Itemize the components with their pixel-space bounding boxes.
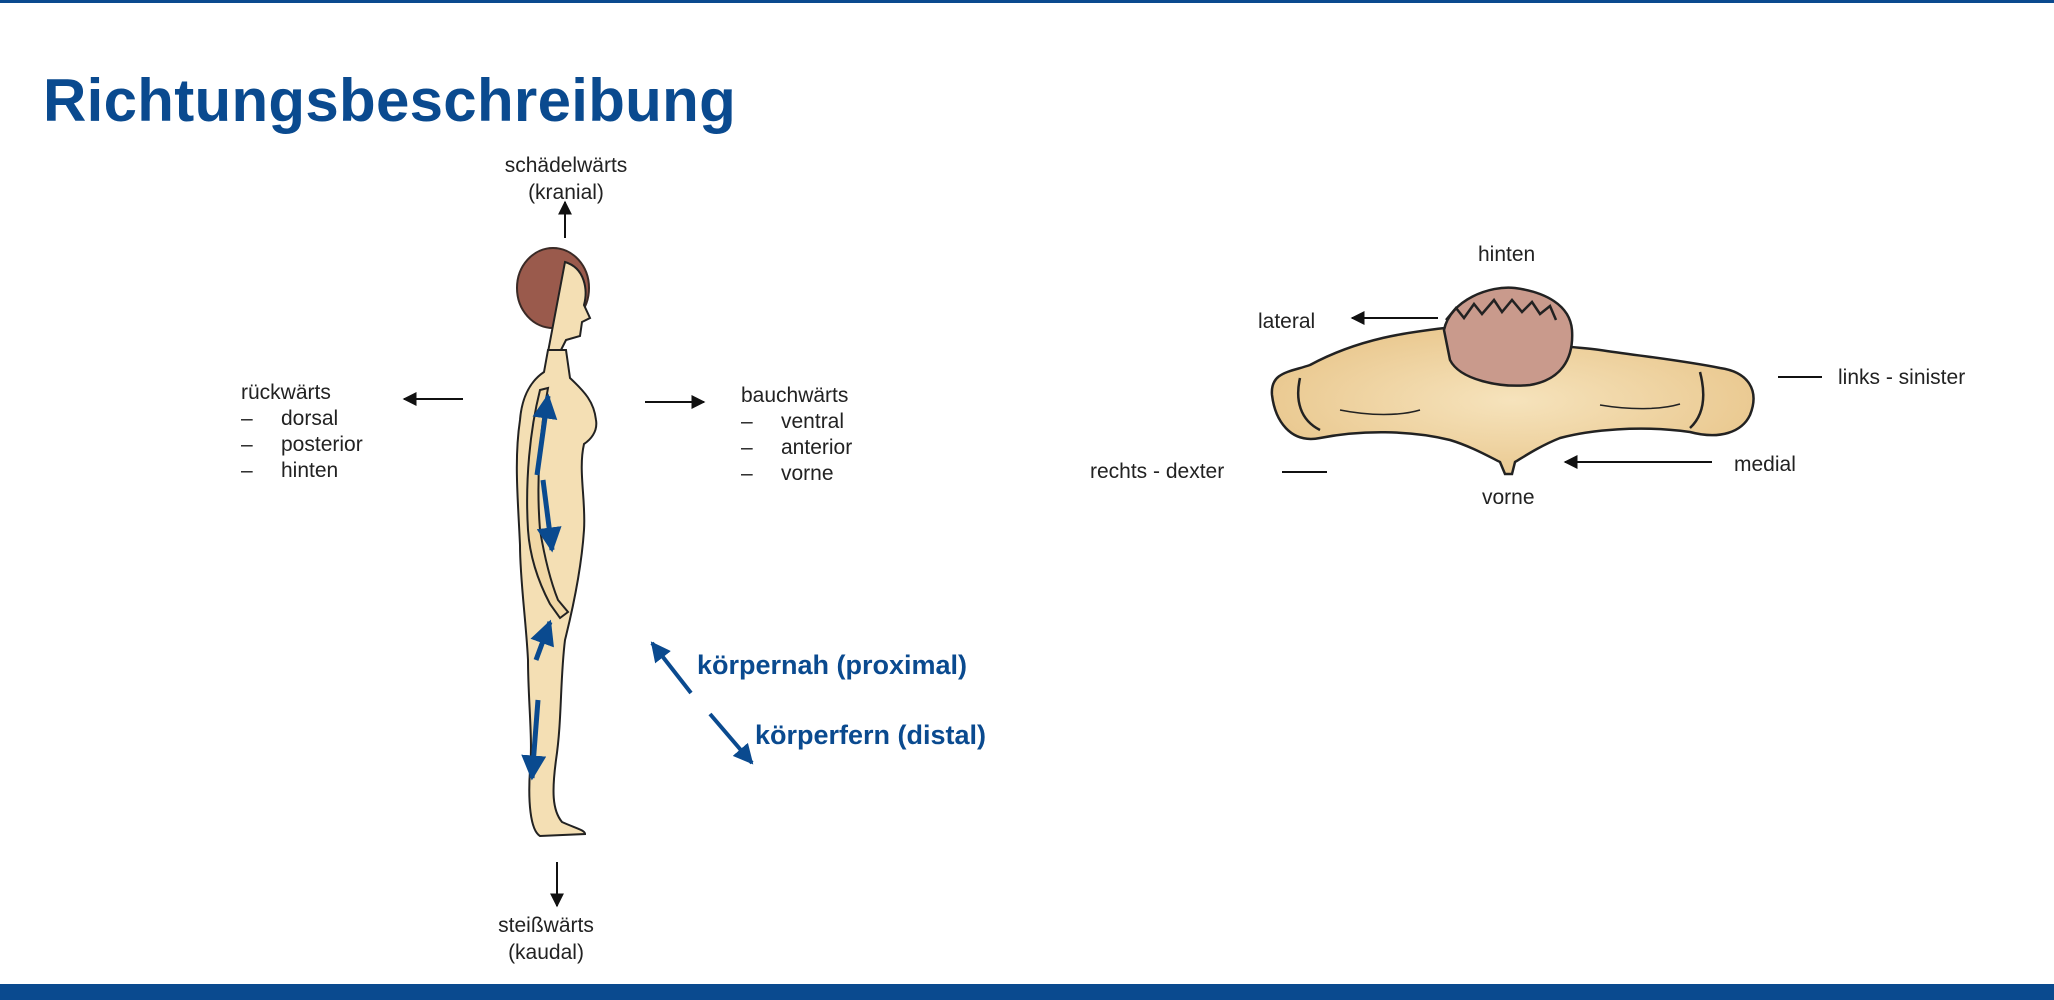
standing-figure <box>515 247 598 838</box>
list-item: –ventral <box>741 410 845 433</box>
distal-arrow <box>708 712 754 765</box>
dorsal-heading: rückwärts <box>241 381 331 404</box>
dorsal-terms: rückwärts –dorsal –posterior –hinten <box>241 380 363 484</box>
footer-bar <box>0 984 2054 1000</box>
caudal-label: steißwärts (kaudal) <box>490 912 602 966</box>
right-dexter-label: rechts - dexter <box>1090 460 1225 483</box>
cranial-label-line2: (kranial) <box>528 181 604 204</box>
caudal-label-line1: steißwärts <box>498 914 594 937</box>
list-item: –hinten <box>241 459 339 482</box>
proximal-arrow <box>650 641 693 695</box>
posterior-label: hinten <box>1478 243 1536 266</box>
ventral-heading: bauchwärts <box>741 384 849 407</box>
top-view-figure <box>1270 286 1755 476</box>
medial-label: medial <box>1734 453 1796 476</box>
list-item: –dorsal <box>241 407 339 430</box>
anterior-label: vorne <box>1482 486 1535 509</box>
list-item: –posterior <box>241 433 363 456</box>
lateral-label: lateral <box>1258 310 1316 333</box>
left-sinister-label: links - sinister <box>1838 366 1966 389</box>
page-title: Richtungsbeschreibung <box>43 67 737 134</box>
cranial-label-line1: schädelwärts <box>504 154 628 177</box>
distal-label: körperfern (distal) <box>755 720 987 750</box>
list-item: –anterior <box>741 436 853 459</box>
ventral-terms: bauchwärts –ventral –anterior –vorne <box>741 383 852 487</box>
cranial-label: schädelwärts (kranial) <box>500 152 632 206</box>
top-rule <box>0 0 2054 3</box>
list-item: –vorne <box>741 462 834 485</box>
caudal-label-line2: (kaudal) <box>508 941 584 964</box>
proximal-label: körpernah (proximal) <box>697 650 968 680</box>
body-blue-arrows <box>521 393 562 781</box>
